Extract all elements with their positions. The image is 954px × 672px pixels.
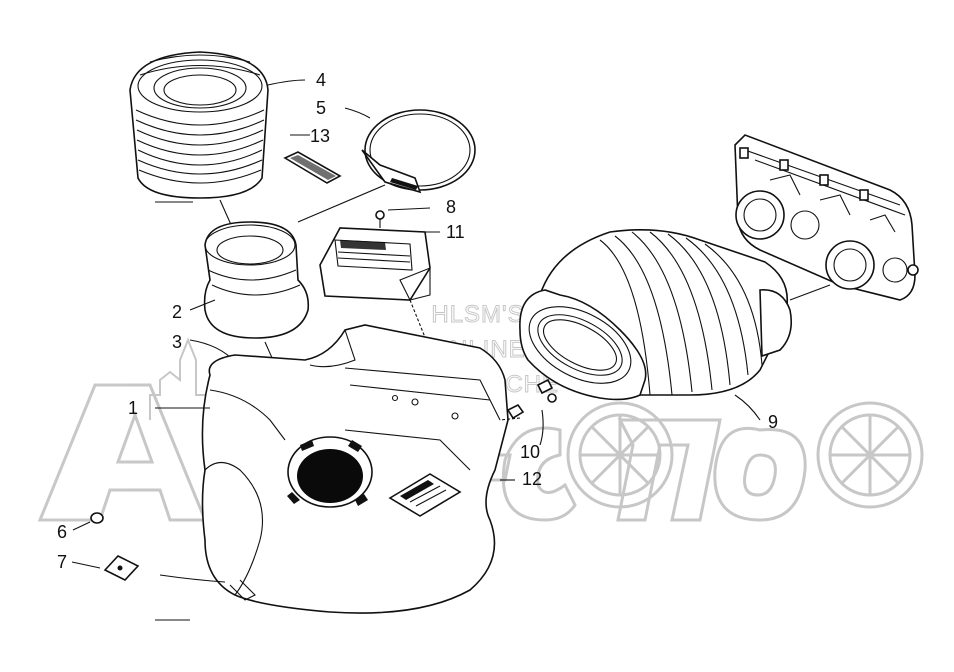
leader-10 — [539, 409, 544, 446]
callout-labels: 1 2 3 4 5 6 7 8 9 10 11 12 13 — [57, 70, 778, 572]
callout-1: 1 — [128, 398, 138, 418]
part-8-screw — [375, 210, 385, 228]
leader-2 — [189, 299, 216, 311]
leader-5 — [344, 107, 371, 119]
callout-3: 3 — [172, 332, 182, 352]
leader-7 — [71, 561, 101, 569]
part-5-clamp — [361, 109, 476, 194]
callout-12: 12 — [522, 469, 542, 489]
part-1-airbox — [201, 324, 509, 614]
leader-10-b — [499, 417, 521, 421]
leader-5-b — [297, 184, 386, 223]
part-10-bolt — [536, 378, 557, 403]
watermark-line-1: HLSM'S — [431, 301, 524, 328]
part-12-nut — [506, 403, 525, 420]
part-7-clip — [103, 555, 140, 581]
leader-9-top — [789, 284, 831, 301]
part-2-coupler — [203, 221, 310, 339]
carburetor-assembly — [734, 134, 919, 301]
part-13-pad — [283, 151, 342, 184]
part-4-intake-bellows — [129, 51, 269, 199]
leader-9 — [734, 394, 761, 421]
part-11-filter — [319, 227, 431, 301]
callout-5: 5 — [316, 98, 326, 118]
leader-6 — [72, 521, 91, 531]
callout-4: 4 — [316, 70, 326, 90]
callout-9: 9 — [768, 412, 778, 432]
callout-6: 6 — [57, 522, 67, 542]
part-6-grommet — [90, 512, 104, 524]
callout-13: 13 — [310, 126, 330, 146]
callout-10: 10 — [520, 442, 540, 462]
part-9-intake-boot — [519, 228, 793, 401]
callout-2: 2 — [172, 302, 182, 322]
leader-4 — [267, 79, 306, 86]
leader-8 — [387, 207, 431, 211]
callout-11: 11 — [446, 222, 465, 242]
leader-7-b — [159, 574, 226, 583]
callout-8: 8 — [446, 197, 456, 217]
callout-7: 7 — [57, 552, 67, 572]
